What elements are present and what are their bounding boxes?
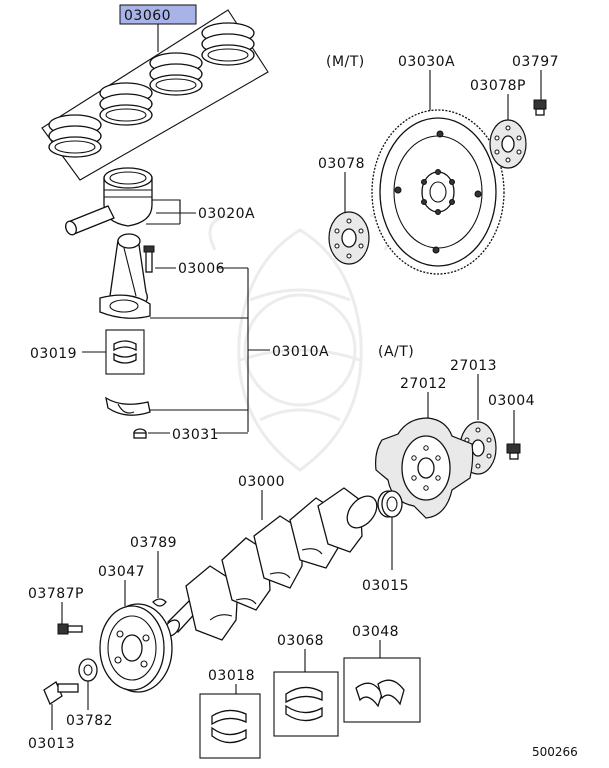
flywheel-bolt-label: 03797 [512,54,559,70]
thrust-bearing-label: 03048 [352,624,399,640]
piston-crown [103,167,153,189]
flywheel-plate-p-label: 03078P [470,78,526,94]
bushing-group[interactable]: 03015 [362,490,409,594]
crankshaft-label: 03000 [238,474,285,490]
piston-pin [65,205,115,236]
pulley-label: 03047 [98,564,145,580]
pulley-bolt-p-label: 03787P [28,586,84,602]
diagram-id: 500266 [532,745,578,759]
drive-plate-label: 27012 [400,376,447,392]
watermark-emblem [208,213,392,472]
pulley-bolt-p [57,623,83,635]
rod-nut-label: 03031 [172,427,219,443]
washer [78,658,98,682]
conrod-bolt-label: 03006 [178,261,225,277]
key-label: 03789 [130,535,177,551]
flywheel-bolt-group[interactable]: 03797 [512,54,559,116]
flywheel-bolt [533,99,547,116]
drive-plate-bolt [506,443,521,460]
conrod-bolt [143,245,155,273]
piston-ring-set-2 [99,82,153,126]
thrust-bearing-group[interactable]: 03048 [343,624,421,723]
drive-plate-bolt-group[interactable]: 03004 [488,393,535,460]
flywheel-label: 03030A [398,54,455,70]
drive-plate-bolt-label: 03004 [488,393,535,409]
rod-bearing-half [105,396,151,416]
piston-rings-label: 03060 [124,8,171,24]
pulley-group[interactable]: 03047 [98,564,173,693]
flywheel-plate-p [489,119,527,169]
at-label: (A/T) [378,344,414,360]
rod-bearing-group[interactable]: 03019 [30,329,145,375]
main-bearing-b-box [273,671,339,737]
washer-label: 03782 [66,713,113,729]
main-bearing-label: 03018 [208,668,255,684]
crankshaft [163,487,378,641]
connecting-rod-group[interactable]: 03006 03010A 03031 [99,233,329,443]
rod-bearing-label: 03019 [30,346,77,362]
crank-pulley [99,603,173,693]
main-bearing-box [199,693,261,759]
pulley-bolt-label: 03013 [28,736,75,752]
piston-rings-group[interactable]: 03060 [41,4,269,181]
piston-ring-set-1 [48,114,102,158]
bushing-label: 03015 [362,578,409,594]
thrust-bearing-box [343,657,421,723]
piston-ring-set-3 [149,52,203,96]
main-bearing-b-label: 03068 [277,633,324,649]
flywheel-plate-p-group[interactable]: 03078P [470,78,527,169]
drive-plate-group[interactable]: 27012 [375,376,474,519]
piston-label: 03020A [198,206,255,222]
flywheel-group[interactable]: 03030A [371,54,505,275]
flywheel [371,109,505,275]
pilot-bushing [377,490,403,518]
rod-assembly-label: 03010A [272,344,329,360]
pulley-bolt [43,681,79,705]
piston-group[interactable]: 03020A [64,167,255,236]
drive-plate-adapter-label: 27013 [450,358,497,374]
drive-plate [375,417,474,519]
piston-ring-set-4 [201,22,255,66]
flywheel-plate [328,211,370,265]
connecting-rod [99,233,151,319]
woodruff-key [152,598,167,607]
pulley-bolt-group[interactable]: 03013 [28,681,79,752]
rod-bearing-box [105,329,145,375]
mt-label: (M/T) [326,54,365,70]
pulley-bolt-p-group[interactable]: 03787P [28,586,84,635]
flywheel-plate-group[interactable]: 03078 [318,156,370,265]
main-bearing-b-group[interactable]: 03068 [273,633,339,737]
flywheel-plate-label: 03078 [318,156,365,172]
main-bearing-group[interactable]: 03018 [199,668,261,759]
piston-rings-bracket [41,9,269,181]
key-group[interactable]: 03789 [130,535,177,607]
washer-group[interactable]: 03782 [66,658,113,729]
rod-cap-nut [133,428,147,439]
crankshaft-group[interactable]: 03000 [162,474,383,641]
